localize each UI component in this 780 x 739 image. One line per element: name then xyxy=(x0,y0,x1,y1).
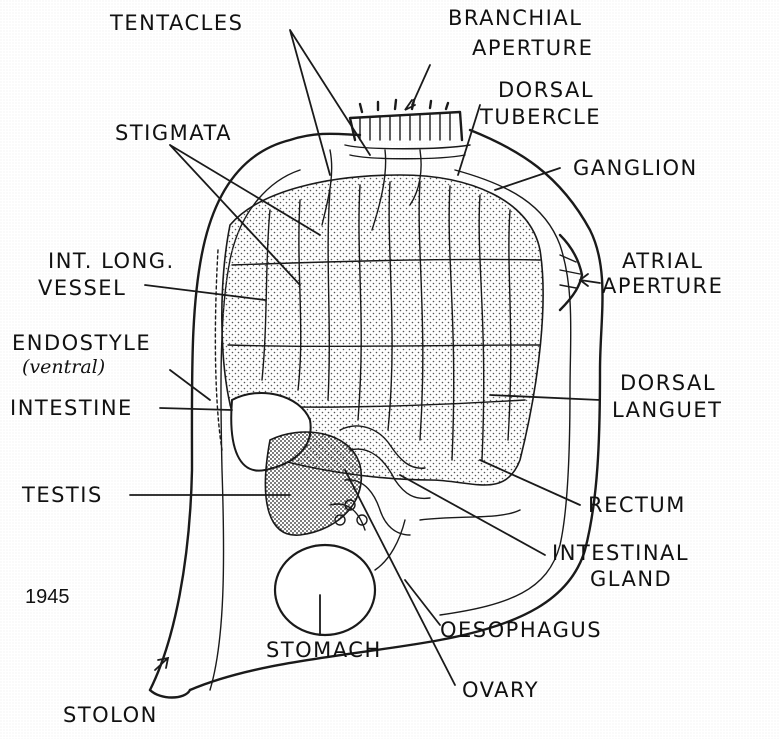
label-stolon: STOLON xyxy=(63,703,158,727)
label-branchial-aperture-2: APERTURE xyxy=(472,36,593,60)
label-tentacles: TENTACLES xyxy=(109,11,243,35)
label-year: 1945 xyxy=(25,586,70,608)
label-intestine: INTESTINE xyxy=(10,396,133,420)
label-atrial-aperture-2: APERTURE xyxy=(602,274,723,298)
label-dorsal-languet-2: LANGUET xyxy=(612,398,723,422)
stomach xyxy=(275,545,375,635)
label-oesophagus: OESOPHAGUS xyxy=(440,618,602,642)
label-stomach: STOMACH xyxy=(266,638,382,662)
label-dorsal-tubercle-1: DORSAL xyxy=(498,78,594,102)
label-testis: TESTIS xyxy=(21,483,103,507)
label-endostyle: ENDOSTYLE xyxy=(12,331,151,355)
label-dorsal-tubercle-2: TUBERCLE xyxy=(479,105,601,129)
label-dorsal-languet-1: DORSAL xyxy=(620,371,716,395)
label-ovary: OVARY xyxy=(462,678,539,702)
label-intestinal-gland-2: GLAND xyxy=(590,567,672,591)
label-int-long-vessel-2: VESSEL xyxy=(38,276,126,300)
label-intestinal-gland-1: INTESTINAL xyxy=(552,541,689,565)
label-rectum: RECTUM xyxy=(588,493,686,517)
label-stigmata: STIGMATA xyxy=(115,121,232,145)
label-endostyle-ventral: (ventral) xyxy=(22,356,105,378)
label-ganglion: GANGLION xyxy=(573,156,698,180)
label-branchial-aperture-1: BRANCHIAL xyxy=(448,6,582,30)
label-int-long-vessel-1: INT. LONG. xyxy=(48,249,175,273)
label-atrial-aperture-1: ATRIAL xyxy=(622,249,703,273)
